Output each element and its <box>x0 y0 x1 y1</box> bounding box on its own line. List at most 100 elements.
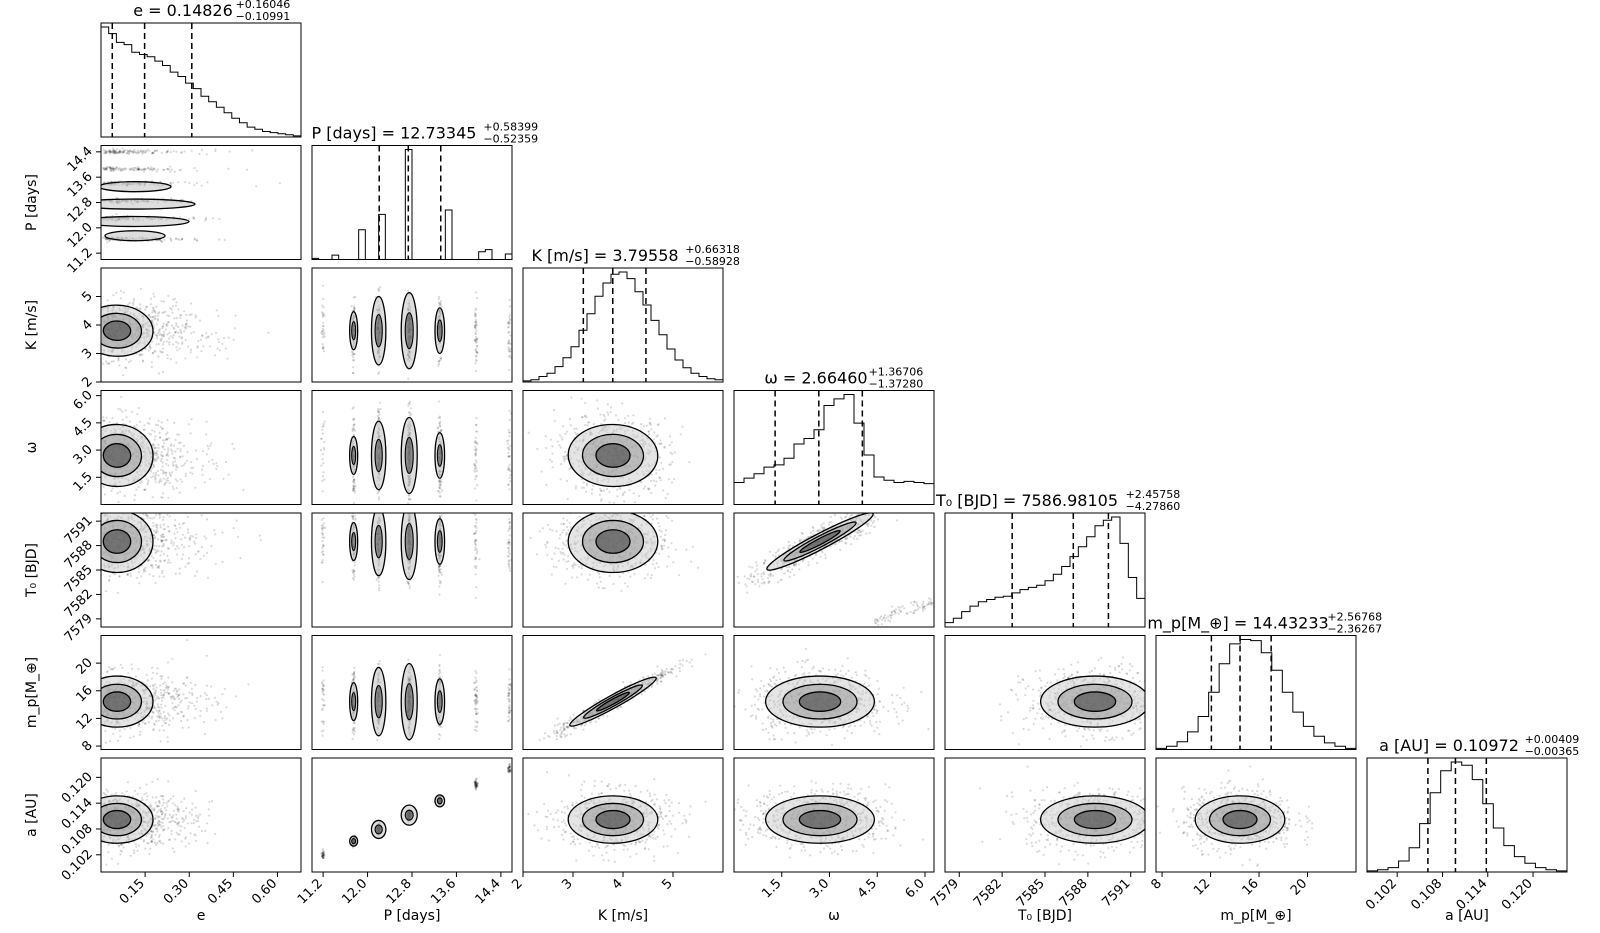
sample-point <box>565 453 569 457</box>
sample-point <box>602 489 605 492</box>
sample-point <box>158 328 161 331</box>
sample-point <box>353 478 356 481</box>
sample-point <box>149 297 153 300</box>
sample-point <box>168 315 171 318</box>
sample-point <box>137 406 140 410</box>
sample-point <box>169 151 172 154</box>
sample-point <box>174 238 178 241</box>
sample-point <box>144 514 148 517</box>
sample-point <box>161 533 164 536</box>
sample-point <box>150 476 153 479</box>
sample-point <box>353 480 356 483</box>
sample-point <box>157 355 160 358</box>
sample-point <box>215 467 218 471</box>
sample-point <box>171 305 175 308</box>
sample-point <box>649 423 652 426</box>
sample-point <box>134 151 137 154</box>
sample-point <box>351 430 354 433</box>
sample-point <box>105 416 108 419</box>
sample-point <box>127 303 130 306</box>
panel-frame <box>100 22 302 138</box>
sample-point <box>165 433 168 436</box>
sample-point <box>575 433 578 436</box>
sample-point <box>175 468 178 471</box>
sample-point <box>160 151 163 154</box>
sample-point <box>408 493 411 496</box>
sample-point <box>353 489 356 492</box>
sample-point <box>157 342 160 346</box>
sample-point <box>120 395 123 399</box>
sample-point <box>540 470 543 473</box>
sample-point <box>175 330 178 333</box>
sample-point <box>146 305 149 308</box>
sample-point <box>169 444 172 447</box>
sample-point <box>173 297 176 300</box>
sample-point <box>606 411 609 414</box>
sample-point <box>321 304 324 307</box>
sample-point <box>474 459 478 462</box>
sample-point <box>147 313 150 316</box>
sample-point <box>151 311 154 314</box>
sample-point <box>322 424 325 427</box>
sample-point <box>163 527 166 531</box>
sample-point <box>124 167 127 170</box>
sample-point <box>161 455 164 458</box>
sample-point <box>175 150 178 153</box>
sample-point <box>258 534 261 537</box>
sample-point <box>659 442 662 445</box>
sample-point <box>508 431 511 434</box>
sample-point <box>103 419 106 422</box>
sample-point <box>197 340 200 343</box>
sample-point <box>135 423 138 426</box>
sample-point <box>582 486 586 489</box>
sample-point <box>155 323 158 326</box>
sample-point <box>111 167 114 170</box>
sample-point <box>158 513 161 516</box>
sample-point <box>131 167 134 170</box>
sample-point <box>439 302 442 305</box>
sample-point <box>110 360 113 363</box>
sample-point <box>377 411 381 414</box>
sample-point <box>111 417 114 420</box>
sample-point <box>167 496 170 499</box>
sample-point <box>119 167 122 170</box>
sample-point <box>162 439 165 442</box>
sample-point <box>112 167 115 170</box>
sample-point <box>660 461 663 464</box>
sample-point <box>163 333 166 336</box>
sample-point <box>506 321 510 325</box>
sample-point <box>157 474 160 477</box>
sample-point <box>159 559 162 562</box>
sample-point <box>267 331 270 334</box>
sample-point <box>173 170 176 173</box>
sample-point <box>155 459 158 462</box>
sample-point <box>475 337 478 340</box>
sample-point <box>354 295 357 299</box>
sample-point <box>474 312 477 315</box>
sample-point <box>149 516 152 520</box>
sample-point <box>118 167 121 170</box>
sample-point <box>154 333 157 336</box>
sample-point <box>438 302 441 305</box>
sample-point <box>152 521 155 524</box>
sample-point <box>570 396 573 399</box>
sample-point <box>186 459 189 462</box>
sample-point <box>195 537 198 540</box>
sample-point <box>437 490 440 493</box>
sample-point <box>167 294 170 297</box>
sample-point <box>353 353 356 356</box>
sample-point <box>320 311 324 314</box>
sample-point <box>184 565 187 568</box>
sample-point <box>658 456 662 459</box>
sample-point <box>322 462 325 465</box>
sample-point <box>321 313 324 316</box>
sample-point <box>183 522 186 525</box>
sample-point <box>573 427 576 430</box>
sample-point <box>180 238 184 241</box>
sample-point <box>108 150 111 153</box>
sample-point <box>322 306 325 309</box>
sample-point <box>148 432 151 435</box>
sample-point <box>147 166 150 170</box>
sample-point <box>143 149 146 152</box>
sample-point <box>152 443 156 447</box>
